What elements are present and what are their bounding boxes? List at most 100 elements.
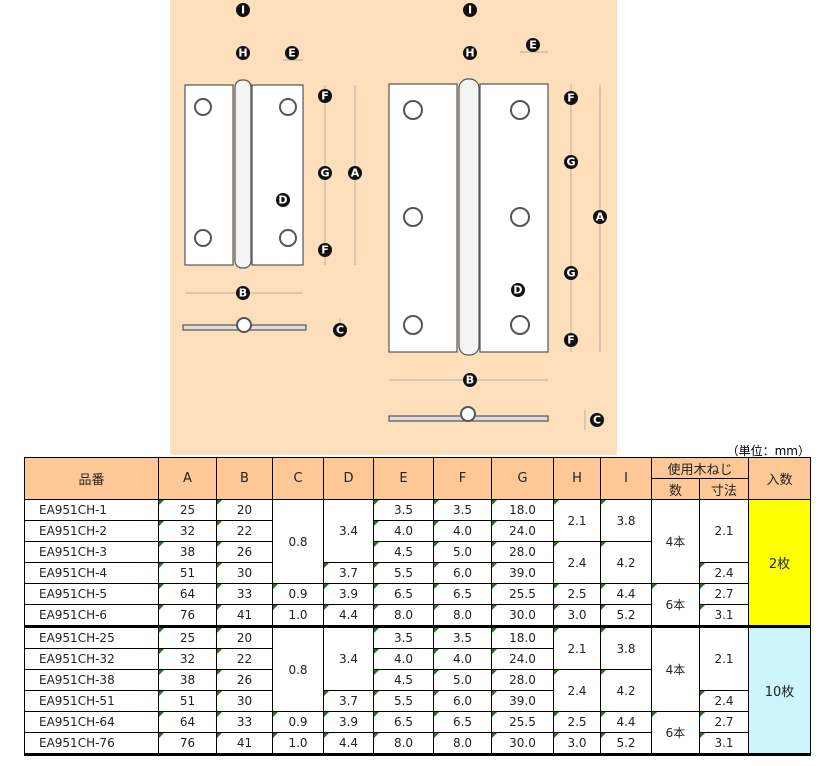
value-cell: 1.0 [272, 604, 324, 627]
value-cell: 24.0 [491, 648, 554, 670]
unit-note: （単位：mm） [726, 444, 810, 458]
value-cell: 2.1 [699, 625, 749, 691]
value-cell: 3.7 [323, 690, 374, 712]
svg-text:G: G [566, 267, 575, 280]
header-d: D [323, 457, 374, 500]
value-cell: 38 [158, 541, 217, 563]
part-number-cell: EA951CH-64 [24, 711, 159, 733]
pack-quantity-cell: 2枚 [748, 499, 811, 627]
label-B-large: B [463, 373, 477, 387]
value-cell: 30 [216, 690, 273, 712]
label-E-small: E [285, 46, 299, 60]
value-cell: 28.0 [491, 541, 554, 563]
header-i: I [600, 457, 652, 500]
value-cell: 6本 [651, 711, 700, 755]
value-cell: 51 [158, 562, 217, 584]
value-cell: 76 [158, 604, 217, 627]
part-number-cell: EA951CH-32 [24, 648, 159, 670]
value-cell: 39.0 [491, 690, 554, 712]
label-G-large: G [564, 155, 578, 169]
value-cell: 28.0 [491, 669, 554, 691]
value-cell: 20 [216, 625, 273, 649]
header-screw-qty: 数 [651, 478, 700, 500]
value-cell: 2.4 [699, 690, 749, 712]
value-cell: 3.0 [553, 732, 601, 755]
value-cell: 32 [158, 648, 217, 670]
header-screw-size: 寸法 [699, 478, 749, 500]
value-cell: 33 [216, 711, 273, 733]
value-cell: 2.5 [553, 583, 601, 605]
value-cell: 8.0 [373, 732, 434, 755]
svg-text:D: D [278, 194, 287, 207]
value-cell: 51 [158, 690, 217, 712]
value-cell: 5.0 [433, 541, 492, 563]
value-cell: 30 [216, 562, 273, 584]
label-D-large: D [511, 283, 525, 297]
value-cell: 3.4 [323, 625, 374, 691]
part-number-cell: EA951CH-51 [24, 690, 159, 712]
value-cell: 2.5 [553, 711, 601, 733]
value-cell: 4.4 [600, 583, 652, 605]
value-cell: 26 [216, 669, 273, 691]
value-cell: 0.9 [272, 711, 324, 733]
label-F-large: F [564, 91, 578, 105]
value-cell: 6.5 [433, 583, 492, 605]
header-part: 品番 [24, 457, 159, 500]
value-cell: 4本 [651, 625, 700, 712]
value-cell: 3.9 [323, 711, 374, 733]
value-cell: 18.0 [491, 625, 554, 649]
value-cell: 5.5 [373, 690, 434, 712]
value-cell: 8.0 [433, 732, 492, 755]
value-cell: 30.0 [491, 732, 554, 755]
value-cell: 4.0 [433, 520, 492, 542]
value-cell: 41 [216, 732, 273, 755]
value-cell: 4.0 [373, 520, 434, 542]
value-cell: 0.9 [272, 583, 324, 605]
hinge-dimension-drawing: I H E F G A D F B C I H E F G A G D F B … [170, 0, 617, 455]
value-cell: 5.2 [600, 732, 652, 755]
value-cell: 3.7 [323, 562, 374, 584]
label-H-large: H [463, 46, 477, 60]
label-B-small: B [236, 286, 250, 300]
value-cell: 4.2 [600, 541, 652, 584]
svg-text:H: H [465, 47, 474, 60]
hinge-diagram: I H E F G A D F B C I H E F G A G D F B … [182, 3, 607, 430]
header-h: H [553, 457, 601, 500]
value-cell: 6.5 [433, 711, 492, 733]
header-a: A [158, 457, 217, 500]
svg-text:I: I [468, 4, 472, 17]
svg-text:A: A [596, 211, 605, 224]
value-cell: 6.0 [433, 562, 492, 584]
value-cell: 4.0 [433, 648, 492, 670]
value-cell: 4.2 [600, 669, 652, 712]
value-cell: 2.1 [553, 499, 601, 542]
value-cell: 2.4 [699, 562, 749, 584]
label-G2-large: G [564, 266, 578, 280]
svg-text:B: B [466, 374, 474, 387]
value-cell: 25 [158, 625, 217, 649]
label-E-large: E [526, 38, 540, 52]
svg-text:A: A [351, 167, 360, 180]
svg-text:B: B [239, 287, 247, 300]
value-cell: 64 [158, 711, 217, 733]
value-cell: 24.0 [491, 520, 554, 542]
value-cell: 3.8 [600, 499, 652, 542]
value-cell: 30.0 [491, 604, 554, 627]
value-cell: 18.0 [491, 499, 554, 521]
value-cell: 4.4 [323, 604, 374, 627]
value-cell: 3.0 [553, 604, 601, 627]
header-e: E [373, 457, 434, 500]
label-A-small: A [348, 166, 362, 180]
header-b: B [216, 457, 273, 500]
svg-text:C: C [593, 414, 601, 427]
value-cell: 38 [158, 669, 217, 691]
part-number-cell: EA951CH-1 [24, 499, 159, 521]
value-cell: 20 [216, 499, 273, 521]
svg-text:I: I [241, 4, 245, 17]
part-number-cell: EA951CH-6 [24, 604, 159, 627]
svg-text:F: F [321, 244, 329, 257]
value-cell: 25 [158, 499, 217, 521]
